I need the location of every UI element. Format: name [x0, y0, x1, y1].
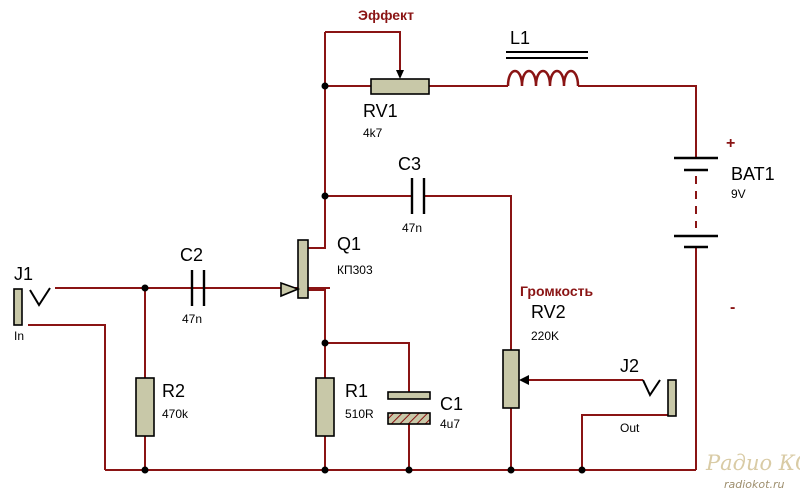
jack-j2-body [667, 379, 677, 417]
jack-j2[interactable]: J2 Out [620, 356, 677, 435]
watermark-url: radiokot.ru [724, 478, 784, 491]
capacitor-c2[interactable]: C2 47n [180, 245, 206, 326]
heading-volume: Громкость [520, 283, 594, 299]
junction-gnd-c1 [405, 466, 413, 474]
value-r2: 470k [162, 407, 189, 421]
q1-channel [297, 239, 309, 299]
junction-r2 [141, 284, 149, 292]
value-rv2: 220K [531, 329, 559, 343]
rv2-wiper-arrow [519, 375, 529, 385]
label-rv1: RV1 [363, 101, 398, 121]
label-l1: L1 [510, 28, 530, 48]
c1-plate-negative [387, 412, 431, 425]
junction-dots [141, 82, 586, 474]
wire-q1-source [308, 289, 326, 378]
value-c1: 4u7 [440, 417, 460, 431]
bat1-minus: - [730, 299, 735, 316]
potentiometer-rv1[interactable]: Эффект RV1 4k7 [358, 7, 430, 140]
junction-source [321, 339, 329, 347]
capacitor-c3[interactable]: C3 47n [398, 154, 426, 235]
l1-coil [506, 69, 580, 87]
junction-rv1 [321, 82, 329, 90]
value-rv1: 4k7 [363, 126, 383, 140]
value-j1: In [14, 329, 24, 343]
rv2-body [502, 349, 520, 409]
label-r1: R1 [345, 381, 368, 401]
wire-q1-drain [308, 32, 326, 249]
watermark-title: Радио КОТ [705, 451, 800, 475]
value-j2: Out [620, 421, 640, 435]
label-c2: C2 [180, 245, 203, 265]
rv1-wiper-arrow [396, 70, 404, 79]
value-c3: 47n [402, 221, 422, 235]
c1-plate-positive [387, 391, 431, 400]
label-c3: C3 [398, 154, 421, 174]
label-q1: Q1 [337, 234, 361, 254]
battery-bat1[interactable]: + - BAT1 9V [674, 135, 775, 316]
r2-body [135, 377, 155, 437]
junction-gnd-j2 [578, 466, 586, 474]
junction-c3 [321, 192, 329, 200]
resistor-r2[interactable]: R2 470k [135, 377, 189, 437]
jack-j1-body [13, 288, 23, 326]
wire-c1-top [325, 342, 410, 392]
value-r1: 510R [345, 407, 374, 421]
jack-j1[interactable]: J1 In [13, 264, 51, 343]
value-q1: КП303 [337, 263, 373, 277]
r1-body [315, 377, 335, 437]
junction-gnd-rv2 [507, 466, 515, 474]
jack-j2-contact [642, 379, 661, 398]
watermark: Радио КОТ radiokot.ru [705, 451, 800, 491]
label-bat1: BAT1 [731, 164, 775, 184]
bat1-plus: + [726, 135, 735, 152]
junction-gnd-r1 [321, 466, 329, 474]
label-j2: J2 [620, 356, 639, 376]
wire-l1-battery [590, 85, 697, 158]
inductor-l1[interactable]: L1 [506, 28, 590, 87]
value-c2: 47n [182, 312, 202, 326]
label-rv2: RV2 [531, 302, 566, 322]
transistor-q1[interactable]: Q1 КП303 [280, 234, 373, 299]
label-r2: R2 [162, 381, 185, 401]
rv1-body [370, 78, 430, 95]
wire-j2-ground [581, 414, 668, 470]
resistor-r1[interactable]: R1 510R [315, 377, 374, 437]
label-j1: J1 [14, 264, 33, 284]
wires [28, 31, 697, 471]
capacitor-c1[interactable]: C1 4u7 [387, 391, 463, 431]
jack-j1-contact [29, 287, 51, 307]
wire-j1-ground [28, 324, 106, 470]
q1-gate-arrow [280, 281, 301, 298]
value-bat1: 9V [731, 187, 746, 201]
wire-c3-right [424, 195, 512, 350]
heading-effect: Эффект [358, 7, 414, 23]
potentiometer-rv2[interactable]: Громкость RV2 220K [502, 283, 594, 409]
label-c1: C1 [440, 394, 463, 414]
junction-gnd-r2 [141, 466, 149, 474]
wire-rv1-wiper [325, 31, 401, 72]
